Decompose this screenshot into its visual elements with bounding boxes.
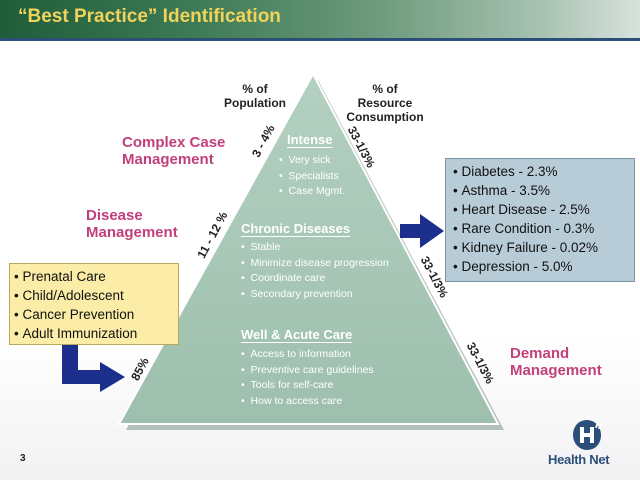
resource-header-line3: Consumption: [346, 110, 424, 124]
list-item: Asthma - 3.5%: [453, 181, 634, 200]
label-line: Disease: [86, 207, 143, 224]
bullet: Minimize disease progression: [241, 256, 389, 272]
title-bar: [0, 0, 640, 38]
list-item: Depression - 5.0%: [453, 257, 634, 276]
label-line: Management: [122, 151, 214, 168]
tier-well-title: Well & Acute Care: [241, 327, 353, 342]
list-item: Child/Adolescent: [14, 286, 178, 305]
bullet: Case Mgmt.: [279, 184, 346, 200]
tier-chronic-bullets: Stable Minimize disease progression Coor…: [241, 240, 389, 302]
list-item: Adult Immunization: [14, 324, 178, 343]
brand-name: Health Net: [548, 452, 610, 467]
label-line: Management: [510, 362, 602, 379]
list-item: Heart Disease - 2.5%: [453, 200, 634, 219]
list-item: Prenatal Care: [14, 267, 178, 286]
title-divider: [0, 38, 640, 41]
population-header-line1: % of: [242, 82, 268, 96]
resource-header-line2: Resource: [357, 96, 413, 110]
left-arrow-icon: [62, 340, 125, 392]
tier-intense-title: Intense: [287, 132, 333, 147]
bullet: Specialists: [279, 169, 345, 185]
condition-prevalence-box: Diabetes - 2.3% Asthma - 3.5% Heart Dise…: [445, 158, 635, 282]
list-item: Diabetes - 2.3%: [453, 162, 634, 181]
tier-intense-bullets: Very sick Specialists Case Mgmt.: [279, 153, 346, 200]
tier-chronic-title: Chronic Diseases: [241, 221, 351, 236]
resource-header: % of Resource Consumption: [340, 82, 430, 124]
bullet: Secondary prevention: [241, 287, 389, 303]
bullet: Access to information: [241, 347, 374, 363]
list-item: Kidney Failure - 0.02%: [453, 238, 634, 257]
complex-case-management-label: Complex Case Management: [122, 134, 225, 168]
disease-management-label: Disease Management: [86, 207, 178, 241]
right-arrow-icon: [400, 214, 444, 248]
list-item: Cancer Prevention: [14, 305, 178, 324]
bullet: Stable: [241, 240, 389, 256]
bullet: Preventive care guidelines: [241, 363, 374, 379]
health-net-logo-icon: [573, 420, 602, 450]
bullet: Tools for self-care: [241, 378, 374, 394]
label-line: Complex Case: [122, 134, 226, 151]
page-number: 3: [20, 453, 26, 464]
label-line: Management: [86, 224, 178, 241]
list-item: Rare Condition - 0.3%: [453, 219, 634, 238]
tier-well-bullets: Access to information Preventive care gu…: [241, 347, 374, 409]
prevention-box: Prenatal Care Child/Adolescent Cancer Pr…: [9, 263, 179, 345]
label-line: Demand: [510, 345, 570, 362]
resource-header-line1: % of: [372, 82, 398, 96]
bullet: Very sick: [279, 153, 345, 169]
bullet: How to access care: [241, 394, 374, 410]
demand-management-label: Demand Management: [510, 345, 602, 379]
population-header: % of Population: [210, 82, 300, 110]
page-title: “Best Practice” Identification: [18, 6, 281, 27]
population-header-line2: Population: [224, 96, 286, 110]
bullet: Coordinate care: [241, 271, 389, 287]
